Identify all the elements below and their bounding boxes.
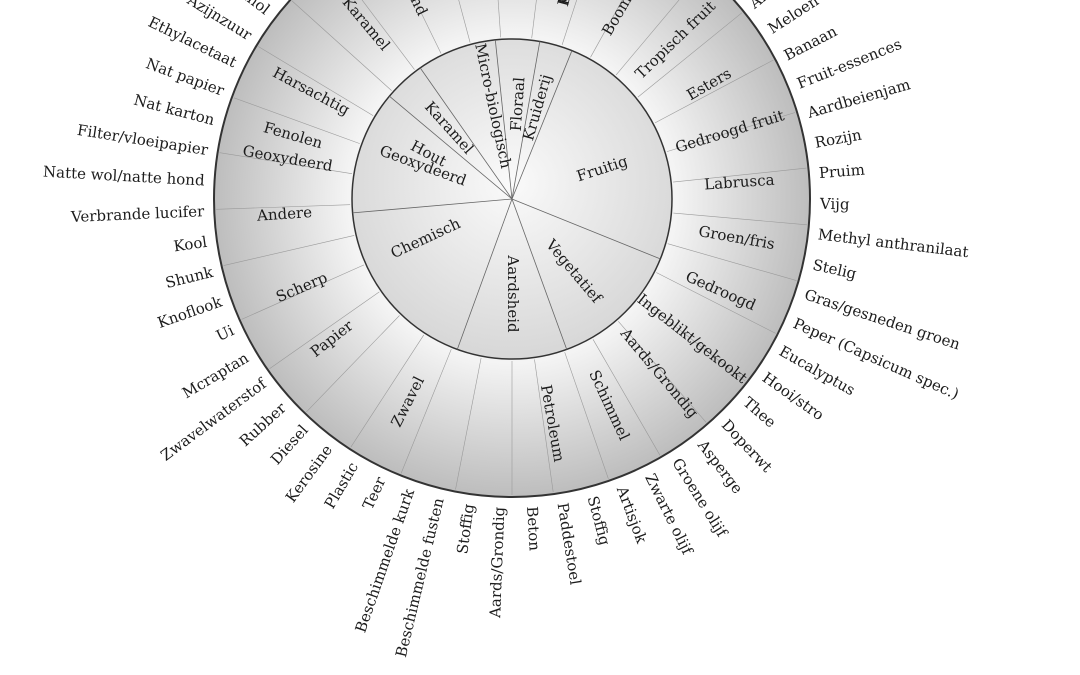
middle-spoke [531, 0, 537, 39]
middle-ring-label: Kruidig [554, 0, 586, 8]
outer-label: Ui [213, 321, 237, 345]
middle-spoke [219, 152, 353, 174]
middle-spoke [667, 243, 797, 281]
outer-label: Aards/Grondig [486, 506, 508, 619]
middle-spoke [615, 0, 680, 76]
inner-spoke [511, 198, 661, 260]
middle-ring-label: Labrusca [704, 171, 776, 194]
outer-label: Shunk [164, 263, 216, 292]
outer-label: Stelig [811, 256, 859, 283]
inner-spoke [494, 39, 513, 200]
middle-spoke [414, 0, 442, 54]
middle-spoke [561, 0, 578, 45]
middle-spoke [590, 0, 623, 58]
inner-ring-label: Aardsheid [504, 254, 522, 333]
middle-spoke [497, 0, 501, 38]
outer-label: Diesel [267, 421, 312, 468]
middle-spoke [673, 212, 807, 226]
middle-spoke [458, 0, 471, 43]
middle-spoke [361, 0, 415, 70]
middle-spoke [654, 59, 774, 124]
outer-label: Verbrande lucifer [70, 202, 206, 226]
outer-label: Teer [359, 473, 390, 512]
outer-label: Artisjok [613, 483, 651, 547]
outer-label: Nat karton [132, 91, 217, 129]
middle-spoke [350, 334, 425, 448]
middle-ring-label: Andere [255, 203, 312, 225]
middle-spoke [592, 339, 661, 456]
middle-spoke [241, 264, 365, 320]
middle-spoke [400, 349, 452, 474]
middle-ring-label: Bessen [554, 0, 585, 7]
outer-label: Plastic [321, 459, 362, 512]
outer-label: Filter/vloeipapier [76, 121, 210, 159]
middle-spoke [639, 298, 746, 382]
inner-spoke [511, 50, 573, 200]
middle-spoke [666, 112, 796, 152]
inner-spoke [389, 95, 513, 200]
middle-spoke [223, 235, 355, 266]
outer-label: Kool [172, 233, 208, 256]
middle-spoke [656, 272, 776, 334]
middle-spoke [534, 359, 554, 493]
middle-spoke [233, 97, 360, 144]
middle-spoke [618, 321, 707, 423]
middle-spoke [455, 357, 482, 490]
inner-spoke [511, 198, 568, 350]
middle-spoke [216, 204, 351, 210]
inner-spoke [456, 198, 513, 350]
middle-spoke [306, 315, 400, 413]
middle-spoke [637, 12, 743, 98]
outer-label: Paddestoel [554, 501, 585, 586]
wheel-spokes [216, 0, 807, 495]
outer-label: Vijg [819, 195, 850, 214]
outer-label: Banaan [781, 22, 840, 64]
middle-spoke [291, 0, 392, 91]
inner-ring-label: Floraal [507, 76, 529, 131]
outer-label: Natte wol/natte hond [43, 163, 206, 190]
middle-spoke [269, 291, 380, 370]
outer-label: Stoffig [453, 502, 478, 555]
outer-label: Methyl anthranilaat [817, 225, 970, 261]
outer-label: Beton [523, 506, 544, 552]
wheel-rings [213, 0, 811, 498]
outer-label: Zwavelwaterstof [157, 374, 270, 465]
outer-label: Rozijn [813, 126, 863, 152]
middle-spoke [258, 46, 374, 116]
outer-label: Stoffig [584, 494, 614, 548]
inner-spoke [352, 198, 513, 214]
inner-spoke [511, 41, 541, 200]
inner-spoke [419, 67, 513, 200]
middle-spoke [564, 352, 609, 479]
outer-label: Pruim [818, 161, 865, 183]
middle-spoke [673, 167, 807, 183]
outer-label: Thee [739, 393, 779, 431]
outer-label: Knoflook [155, 292, 225, 332]
